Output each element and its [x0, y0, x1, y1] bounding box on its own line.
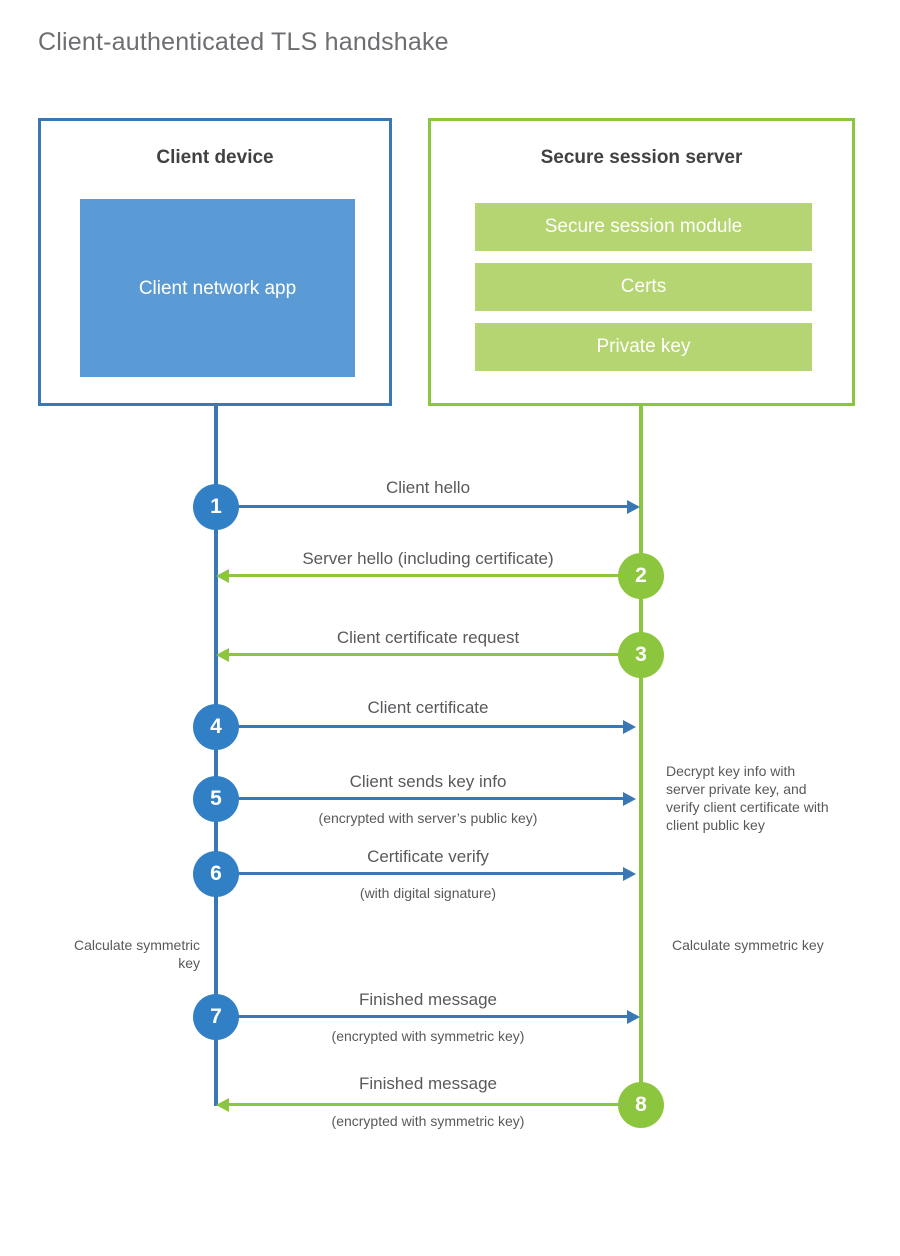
- server-lifeline: [639, 406, 643, 1106]
- step-7-marker[interactable]: 7: [193, 994, 239, 1040]
- page-title: Client-authenticated TLS handshake: [38, 28, 449, 56]
- step-1-label: Client hello: [385, 478, 471, 497]
- step-6-sublabel: (with digital signature): [359, 885, 497, 901]
- step-8-arrow-line: [229, 1103, 641, 1106]
- step-6-label: Certificate verify: [367, 847, 489, 866]
- step-4-marker[interactable]: 4: [193, 704, 239, 750]
- server-component-secure-session-module: Secure session module: [475, 203, 812, 251]
- server-title: Secure session server: [540, 147, 743, 168]
- step-1-marker[interactable]: 1: [193, 484, 239, 530]
- client-network-app-block: Client network app: [80, 199, 355, 377]
- server-calculate-symmetric-key-note: Calculate symmetric key: [672, 937, 824, 953]
- step-4-arrow-line: [216, 725, 623, 728]
- step-6-arrow-head: [623, 867, 636, 881]
- step-8-sublabel: (encrypted with symmetric key): [331, 1113, 525, 1129]
- step-7-sublabel: (encrypted with symmetric key): [331, 1028, 525, 1044]
- step-7-arrow-line: [216, 1015, 627, 1018]
- step-5-sublabel: (encrypted with server’s public key): [318, 810, 538, 826]
- server-decrypt-note: Decrypt key info with server private key…: [666, 763, 829, 833]
- step-8-label: Finished message: [359, 1074, 497, 1093]
- step-5-label: Client sends key info: [349, 772, 507, 791]
- step-1-arrow-head: [627, 500, 640, 514]
- client-device-box: Client device Client network app: [38, 118, 392, 406]
- step-1-arrow-line: [216, 505, 627, 508]
- step-6-marker[interactable]: 6: [193, 851, 239, 897]
- server-component-private-key: Private key: [475, 323, 812, 371]
- step-7-label: Finished message: [359, 990, 497, 1009]
- step-2-marker[interactable]: 2: [618, 553, 664, 599]
- step-6-arrow-line: [216, 872, 623, 875]
- step-2-arrow-line: [229, 574, 641, 577]
- client-calculate-symmetric-key-note: Calculate symmetric key: [73, 937, 200, 971]
- server-component-certs: Certs: [475, 263, 812, 311]
- step-8-arrow-head: [216, 1098, 229, 1112]
- step-5-marker[interactable]: 5: [193, 776, 239, 822]
- client-device-title: Client device: [156, 147, 274, 168]
- step-3-arrow-line: [229, 653, 641, 656]
- secure-session-server-box: Secure session server Secure session mod…: [428, 118, 855, 406]
- step-2-label: Server hello (including certificate): [302, 549, 554, 568]
- step-2-arrow-head: [216, 569, 229, 583]
- client-lifeline: [214, 406, 218, 1106]
- step-7-arrow-head: [627, 1010, 640, 1024]
- step-5-arrow-line: [216, 797, 623, 800]
- step-4-label: Client certificate: [367, 698, 489, 717]
- step-4-arrow-head: [623, 720, 636, 734]
- step-8-marker[interactable]: 8: [618, 1082, 664, 1128]
- step-3-label: Client certificate request: [336, 628, 520, 647]
- step-3-arrow-head: [216, 648, 229, 662]
- step-3-marker[interactable]: 3: [618, 632, 664, 678]
- step-5-arrow-head: [623, 792, 636, 806]
